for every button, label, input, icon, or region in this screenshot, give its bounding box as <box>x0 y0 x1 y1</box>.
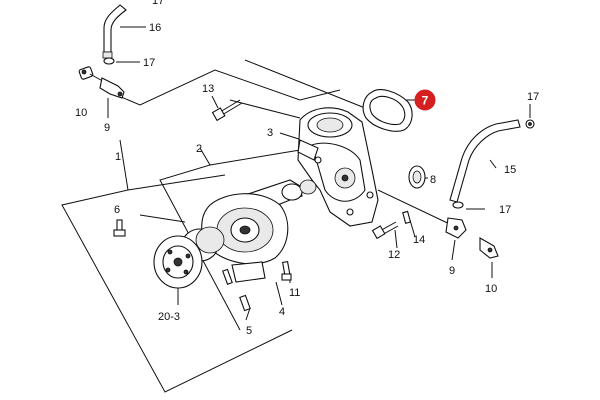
label-10-right: 10 <box>485 283 497 295</box>
label-16: 16 <box>149 22 161 34</box>
impeller-assembly-2 <box>201 179 317 283</box>
highlight-number: 7 <box>422 94 429 108</box>
label-15: 15 <box>504 164 516 176</box>
pump-housing-3 <box>297 107 379 227</box>
stud-14 <box>402 210 412 224</box>
bolt-6 <box>113 219 126 237</box>
label-11: 11 <box>289 287 300 299</box>
label-8: 8 <box>430 174 436 186</box>
highlight-callout-7: 7 <box>414 89 436 111</box>
label-17-right-top: 17 <box>527 91 539 103</box>
label-3: 3 <box>267 127 273 139</box>
label-13: 13 <box>202 83 214 95</box>
label-17-topmost: 17 <box>152 0 164 7</box>
label-17-right-mid: 17 <box>499 204 511 216</box>
label-12: 12 <box>388 249 400 261</box>
label-20-3: 20-3 <box>158 311 180 323</box>
bolt-13 <box>211 99 243 122</box>
label-5: 5 <box>246 325 252 337</box>
bolt-11 <box>281 260 292 281</box>
seal-8 <box>408 165 426 189</box>
elbow-fitting-10-top <box>78 66 109 85</box>
tee-fitting-9-right <box>445 217 467 239</box>
label-6: 6 <box>114 204 120 216</box>
label-17-top: 17 <box>143 57 155 69</box>
hose-15-right <box>449 119 521 203</box>
bolts-5 <box>222 268 251 312</box>
label-10-top: 10 <box>75 107 87 119</box>
clamp-17-top <box>103 57 115 65</box>
tee-fitting-9-top <box>99 77 125 99</box>
label-4: 4 <box>279 306 285 318</box>
clamp-17-right-top <box>525 119 535 129</box>
clamp-17-right-mid <box>452 201 464 209</box>
elbow-fitting-10-right <box>479 237 499 259</box>
label-14: 14 <box>413 234 425 246</box>
gasket-7 <box>362 89 413 132</box>
label-9-right: 9 <box>449 265 455 277</box>
highlight-badge <box>414 89 436 111</box>
label-1: 1 <box>115 151 121 163</box>
bolt-12 <box>371 221 399 240</box>
hose-16-top <box>102 4 127 59</box>
group-bracket-1 <box>61 139 293 393</box>
label-2: 2 <box>196 143 202 155</box>
pulley-20-3 <box>153 226 225 289</box>
label-9-top: 9 <box>104 122 110 134</box>
